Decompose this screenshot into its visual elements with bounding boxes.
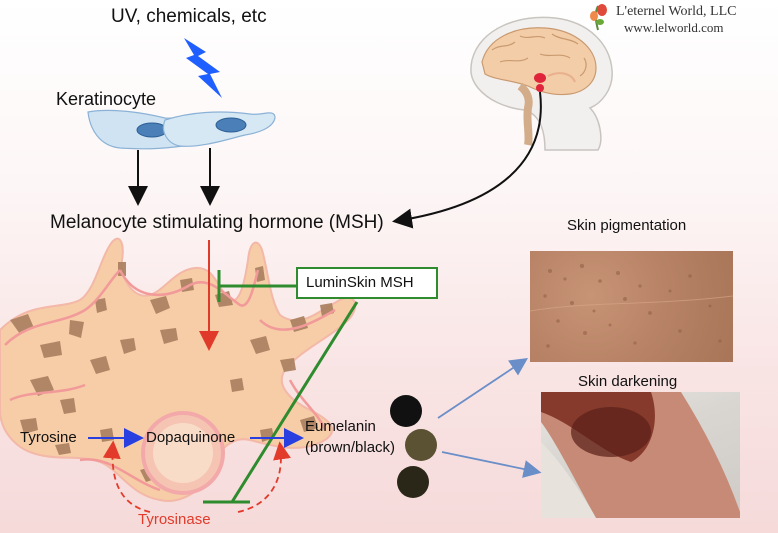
brain-to-msh-arrow — [392, 91, 542, 229]
uv-label: UV, chemicals, etc — [111, 6, 267, 27]
melanin-dot-olive — [405, 429, 437, 461]
skin-pigmentation-label: Skin pigmentation — [567, 217, 687, 234]
melanin-dot-dark — [397, 466, 429, 498]
luminskin-label: LuminSkin MSH — [306, 274, 414, 291]
skin-pigmentation-photo — [530, 251, 733, 362]
keratinocyte-cell-icon — [87, 109, 276, 150]
skin-darkening-label: Skin darkening — [578, 373, 678, 390]
tyrosine-label: Tyrosine — [20, 429, 77, 446]
lightning-icon — [184, 38, 222, 98]
luminskin-box — [296, 267, 438, 299]
tyrosinase-arrow-left — [102, 440, 151, 513]
eumelanin-label: Eumelanin — [305, 418, 376, 435]
melanin-to-pigmentation-arrow — [437, 358, 528, 419]
melanin-dot-black — [390, 395, 422, 427]
dopaquinone-label: Dopaquinone — [146, 429, 236, 446]
eumelanin-sub-label: (brown/black) — [305, 439, 396, 456]
brand-url: www.lelworld.com — [624, 20, 724, 35]
melanin-to-darkening-arrow — [441, 451, 542, 478]
keratinocyte-label: Keratinocyte — [56, 89, 157, 109]
brain-icon — [470, 16, 613, 151]
melanocyte-cell-icon — [0, 237, 357, 502]
msh-label: Melanocyte stimulating hormone (MSH) — [50, 212, 384, 233]
brand-name: L'eternel World, LLC — [616, 4, 737, 19]
skin-darkening-photo — [541, 392, 740, 518]
tyrosinase-arrow-right — [237, 441, 291, 513]
tyrosinase-label: Tyrosinase — [138, 511, 211, 528]
inhibitor-tyrosinase-line — [230, 301, 359, 503]
